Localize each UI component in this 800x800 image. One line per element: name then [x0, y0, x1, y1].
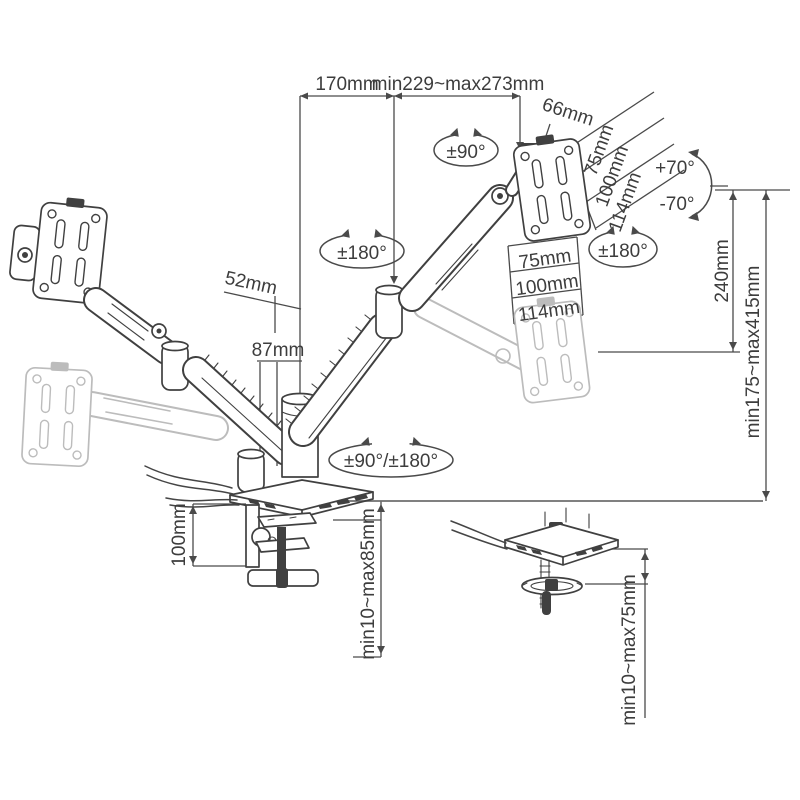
ghost-left-vesa-plate	[20, 359, 94, 468]
arm-reach-outer-label: min229~max273mm	[372, 74, 545, 95]
main-arm-cable-channel	[285, 314, 371, 424]
desk-clamp-base	[144, 392, 374, 588]
tilt-down-label: -70°	[659, 194, 694, 215]
base-cables	[144, 465, 240, 508]
base-rotation-arrow-icon	[328, 436, 454, 478]
vesa-bottom-75-label: 75mm	[517, 245, 572, 273]
head-offset-label: 66mm	[539, 94, 596, 130]
left-arm-assembly	[9, 194, 300, 493]
left-arm-cable-channel	[204, 354, 291, 435]
head-rotation-arrow-icon	[588, 225, 658, 268]
tilt-arrow-icon	[688, 149, 728, 221]
head-swivel-arrow-icon	[433, 127, 499, 167]
arm-reach-inner-label: 170mm	[315, 74, 378, 95]
pole-offset-label: 52mm	[223, 268, 279, 300]
main-arm-assembly	[285, 143, 543, 447]
clamp-plate-height-label: 100mm	[169, 503, 190, 566]
rotation-indicators	[319, 127, 728, 478]
height-range-label: min175~max415mm	[743, 266, 764, 439]
grommet-plate-slots	[516, 545, 603, 556]
elbow-rotation-label: ±180°	[337, 243, 387, 264]
head-rotation-label: ±180°	[598, 241, 648, 262]
elbow-rotation-arrow-icon	[319, 228, 405, 269]
ghost-left-arm	[79, 391, 229, 441]
right-vesa-plate	[510, 130, 593, 243]
c-clamp	[245, 504, 319, 588]
upper-arm-height-label: 240mm	[712, 239, 733, 302]
grommet-range-label: min10~max75mm	[619, 574, 640, 726]
dimension-lines	[189, 91, 790, 718]
tilt-up-label: +70°	[655, 158, 695, 179]
grommet-cables	[450, 520, 508, 550]
head-swivel-label: ±90°	[446, 142, 485, 163]
dimension-labels: 170mm min229~max273mm 66mm ±90° ±180° ±1…	[169, 74, 764, 726]
base-rotation-label: ±90°/±180°	[344, 451, 438, 472]
vesa-bottom-100-label: 100mm	[514, 271, 580, 301]
pole-height-label: 87mm	[252, 340, 305, 361]
base-plate-slots	[248, 494, 368, 509]
grommet-mount	[450, 507, 619, 615]
desk-clamp-range-label: min10~max85mm	[358, 508, 379, 660]
